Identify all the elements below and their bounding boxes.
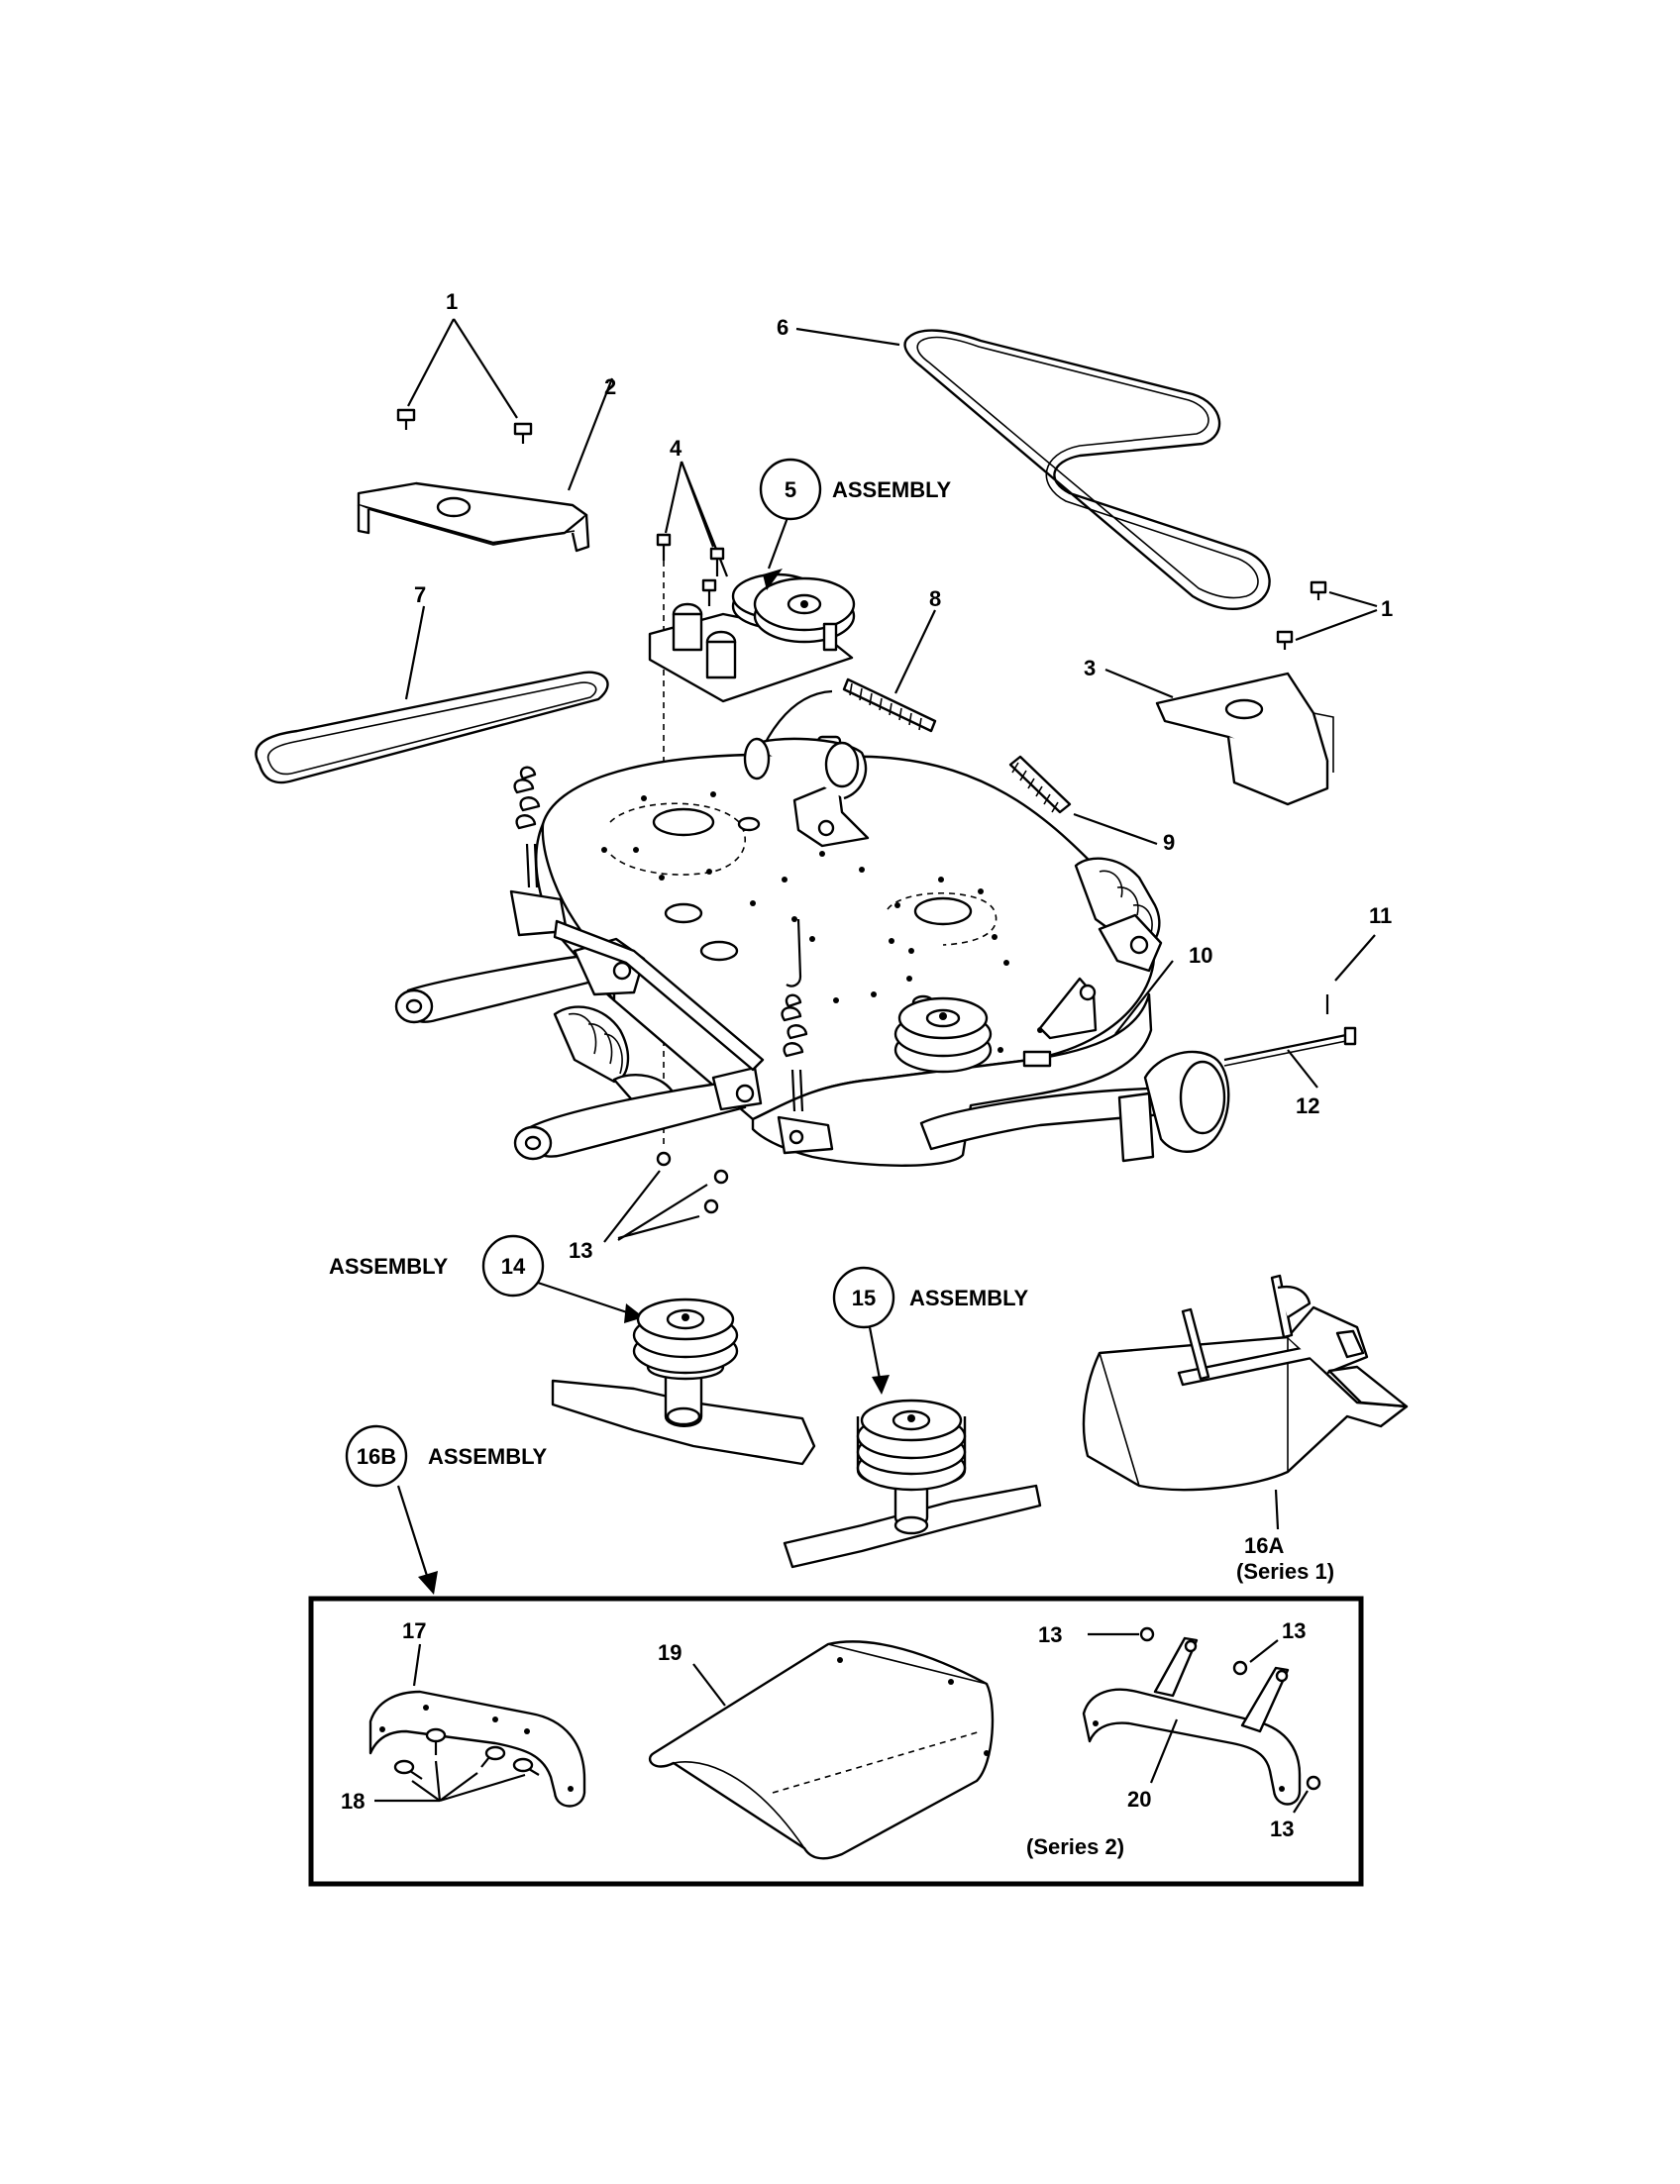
spindle-assembly-14: [534, 1280, 816, 1466]
assembly-15-number: 15: [852, 1286, 876, 1310]
callout-19: 19: [658, 1640, 682, 1665]
callout-1-right: 1: [1381, 596, 1393, 621]
callout-10: 10: [1189, 943, 1212, 968]
callout-8: 8: [929, 586, 941, 611]
callout-12: 12: [1296, 1093, 1319, 1118]
idler-pulley-assembly-5: [648, 514, 856, 703]
assembly-14-label: ASSEMBLY: [329, 1254, 449, 1279]
callout-6: 6: [777, 315, 788, 340]
callout-4: 4: [670, 436, 682, 461]
spindle-assembly-15: [783, 1326, 1042, 1569]
callout-7: 7: [414, 582, 426, 607]
screw-part-1-right: [1276, 580, 1378, 650]
callout-20: 20: [1127, 1787, 1151, 1812]
nuts-part-13-inset: [1088, 1626, 1321, 1814]
chute-plate-part-19: [648, 1640, 995, 1860]
callout-3: 3: [1084, 656, 1096, 680]
callout-13-deck: 13: [569, 1238, 592, 1263]
callout-13-inset-bottom: 13: [1270, 1817, 1294, 1841]
assembly-15-callout: 15 ASSEMBLY: [832, 1266, 1029, 1329]
callout-16a-series: (Series 1): [1236, 1559, 1334, 1584]
belt-part-7: [255, 605, 609, 784]
deck-chains-and-arms: [394, 766, 834, 1161]
assembly-16b-label: ASSEMBLY: [428, 1444, 548, 1469]
assembly-16b-callout: 16B ASSEMBLY: [345, 1424, 548, 1595]
callout-13-inset-right: 13: [1282, 1618, 1306, 1643]
belt-part-6: [795, 327, 1271, 610]
bracket-part-17: [368, 1643, 586, 1808]
callout-13-inset-left: 13: [1038, 1622, 1062, 1647]
assembly-5-label: ASSEMBLY: [832, 477, 952, 502]
assembly-14-callout: 14 ASSEMBLY: [329, 1234, 545, 1298]
callout-2: 2: [604, 374, 616, 399]
assembly-15-label: ASSEMBLY: [909, 1286, 1029, 1310]
assembly-16b-number: 16B: [357, 1444, 396, 1469]
callout-18: 18: [341, 1789, 365, 1814]
assembly-5-callout: 5 ASSEMBLY: [759, 458, 952, 521]
shield-part-3: [1104, 668, 1334, 806]
series-2-label: (Series 2): [1026, 1834, 1124, 1859]
series-2-inset-box: [308, 1596, 1364, 1887]
discharge-chute-part-16a: [1082, 1274, 1409, 1530]
bolts-part-18: [374, 1727, 540, 1803]
shield-part-2: [357, 377, 614, 553]
callout-9: 9: [1163, 830, 1175, 855]
assembly-5-number: 5: [785, 477, 796, 502]
callout-17: 17: [402, 1618, 426, 1643]
nuts-part-13-deck: [603, 1151, 729, 1243]
screw-part-1-left: [396, 318, 533, 444]
bracket-part-20: [1082, 1636, 1302, 1806]
assembly-14-number: 14: [501, 1254, 526, 1279]
callout-11: 11: [1369, 903, 1392, 928]
mower-deck: [535, 735, 1376, 1167]
callout-1-top-left: 1: [446, 289, 458, 314]
callout-16a: 16A: [1244, 1533, 1284, 1558]
